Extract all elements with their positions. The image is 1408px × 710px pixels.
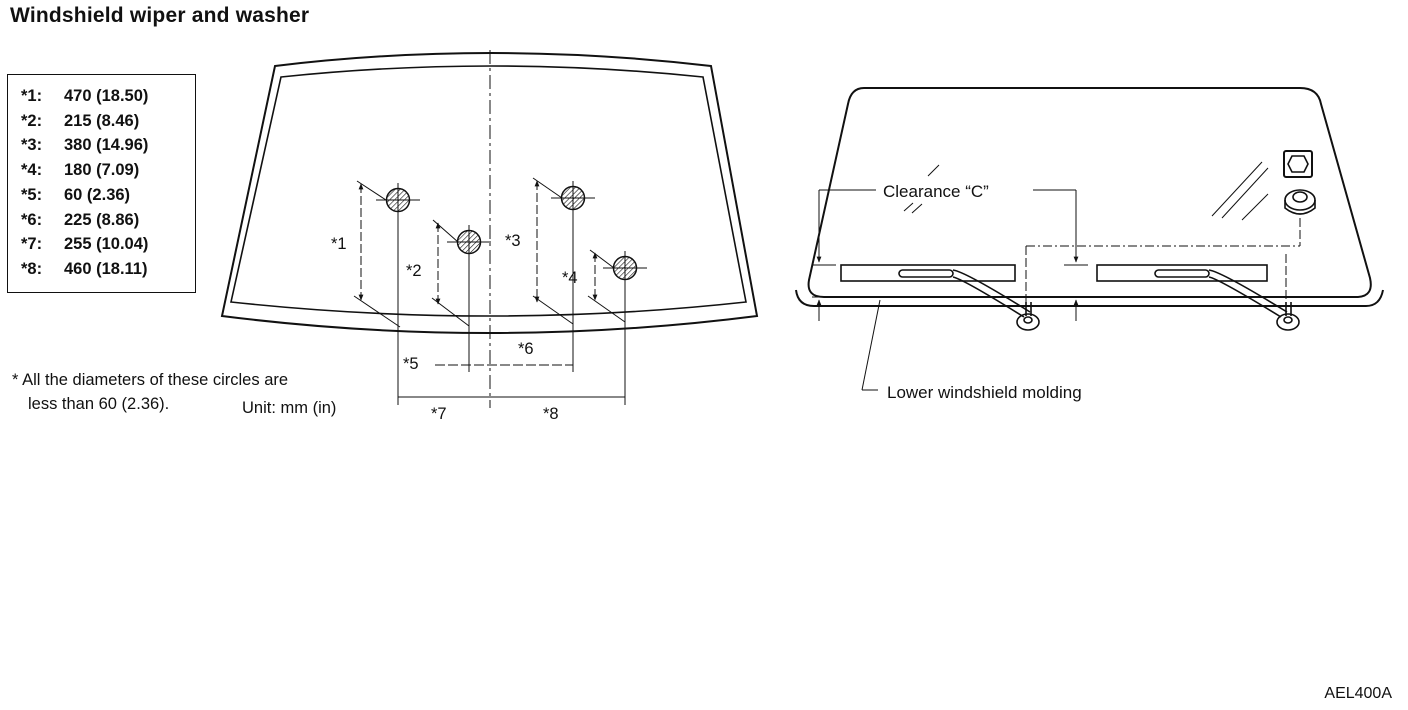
legend-row: *8: 460 (18.11) [21, 257, 195, 282]
callout-1: *1 [331, 235, 347, 253]
legend-key: *8: [21, 259, 43, 278]
pivot-nut-icon [1284, 189, 1316, 215]
figure-id: AEL400A [1324, 685, 1392, 702]
callout-3: *3 [505, 232, 521, 250]
legend-key: *1: [21, 87, 43, 105]
legend-value: 380 (14.96) [64, 136, 149, 155]
legend-row: *6: 225 (8.86) [21, 208, 195, 233]
legend-value: 215 (8.46) [64, 111, 140, 130]
horizontal-dimensions [397, 212, 626, 405]
diameter-note: * All the diameters of these circles are… [12, 368, 288, 416]
legend-key: *5: [21, 185, 43, 204]
molding-label: Lower windshield molding [887, 383, 1082, 402]
wrench-icon [1283, 150, 1313, 178]
windshield-outer-outline [220, 52, 759, 334]
unit-label: Unit: mm (in) [242, 399, 337, 417]
legend-key: *3: [21, 136, 43, 155]
legend-key: *4: [21, 161, 43, 180]
legend-value: 180 (7.09) [64, 161, 140, 180]
dimension-callouts: *1 *2 *3 *4 *5 *6 *7 *8 [331, 232, 578, 423]
vertical-dimensions [353, 177, 626, 328]
dimension-legend: *1: 470 (18.50) *2: 215 (8.46) *3: 380 (14.… [7, 74, 196, 293]
note-line: less than 60 (2.36). [28, 395, 170, 413]
callout-8: *8 [543, 405, 559, 423]
legend-row: *5: 60 (2.36) [21, 183, 195, 208]
windshield-glass-outline [807, 87, 1372, 298]
wiper-blade-left [840, 264, 1040, 331]
legend-key: *6: [21, 210, 43, 229]
spray-point-1 [376, 183, 420, 217]
clearance-dimensions [812, 189, 1301, 391]
legend-value: 225 (8.86) [64, 210, 140, 229]
callout-7: *7 [431, 405, 447, 423]
callout-4: *4 [562, 269, 578, 287]
legend-value: 470 (18.50) [64, 87, 149, 105]
windshield-front-view [220, 50, 759, 408]
clearance-label: Clearance “C” [883, 182, 989, 201]
callout-2: *2 [406, 262, 422, 280]
glass-reflection-marks [903, 161, 1269, 221]
legend-row: *3: 380 (14.96) [21, 133, 195, 158]
windshield-inner-outline [230, 65, 747, 317]
page-title: Windshield wiper and washer [10, 4, 310, 27]
legend-row: *7: 255 (10.04) [21, 232, 195, 257]
wiper-blade-right [1096, 264, 1300, 331]
windshield-side-view [795, 87, 1384, 391]
legend-row: *4: 180 (7.09) [21, 158, 195, 183]
spray-point-2 [447, 225, 491, 259]
note-line: * All the diameters of these circles are [12, 371, 289, 389]
legend-value: 255 (10.04) [64, 235, 149, 254]
callout-5: *5 [403, 355, 419, 373]
spray-point-4 [603, 251, 647, 285]
legend-key: *7: [21, 235, 43, 254]
legend-row: *1: 470 (18.50) [21, 84, 195, 109]
legend-key: *2: [21, 111, 43, 130]
legend-row: *2: 215 (8.46) [21, 109, 195, 134]
lower-windshield-molding [795, 289, 1384, 307]
spray-point-3 [551, 181, 595, 215]
callout-6: *6 [518, 340, 534, 358]
legend-value: 460 (18.11) [64, 259, 148, 278]
legend-value: 60 (2.36) [64, 185, 131, 204]
